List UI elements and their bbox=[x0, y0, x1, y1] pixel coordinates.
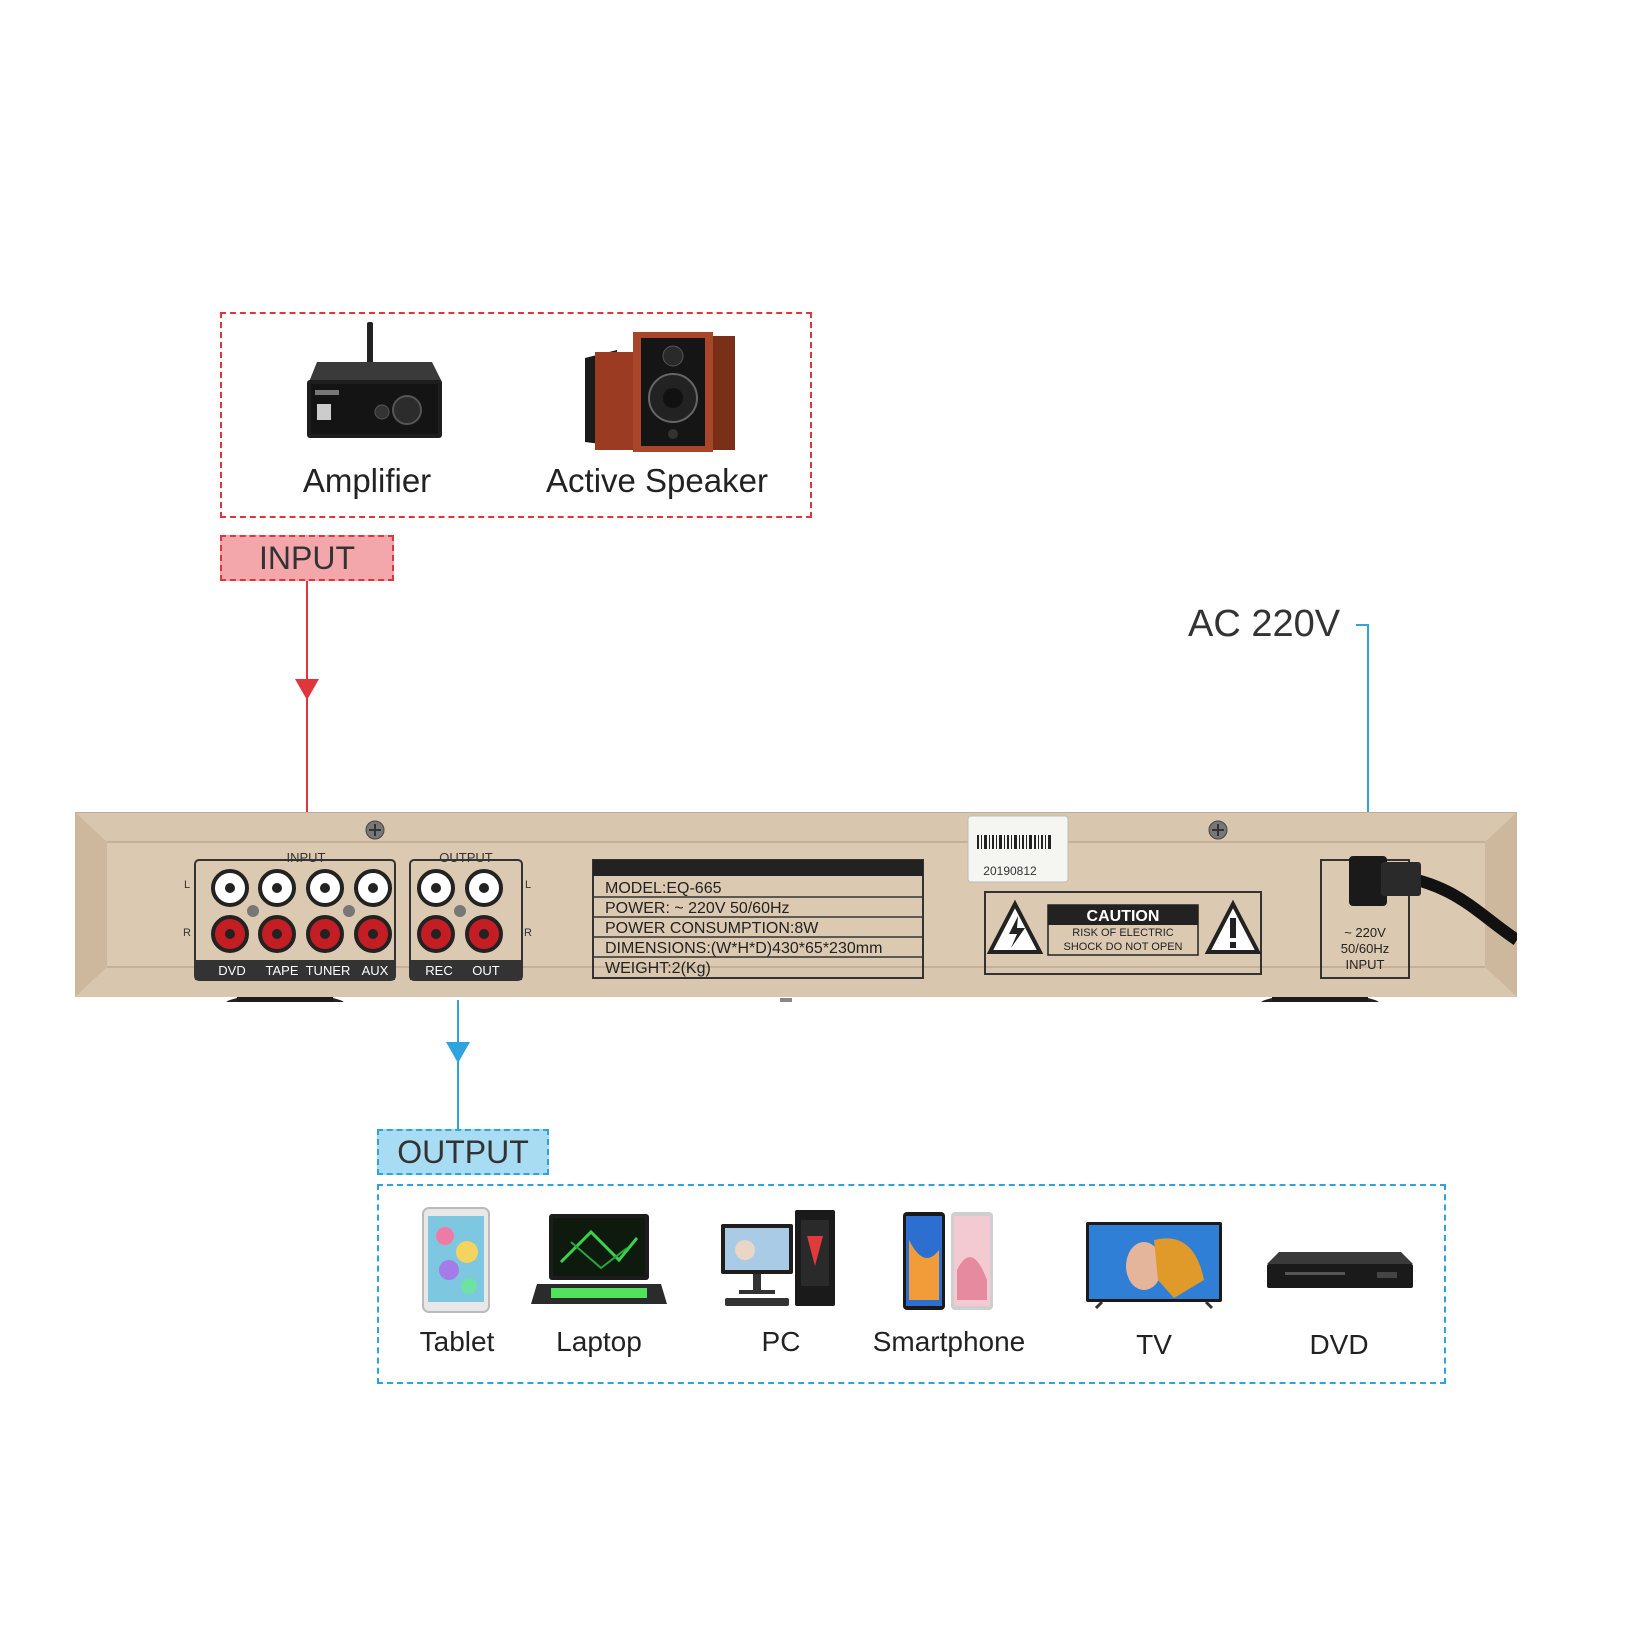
laptop-label: Laptop bbox=[556, 1326, 642, 1357]
spec-weight: WEIGHT:2(Kg) bbox=[605, 960, 711, 977]
input-devices-box: Amplifier Active Speaker bbox=[220, 312, 812, 518]
rca-jack-dvd-r bbox=[211, 915, 249, 953]
left-channel-mark: L bbox=[184, 879, 190, 891]
pc-label: PC bbox=[761, 1326, 801, 1357]
output-group-title: OUTPUT bbox=[439, 850, 493, 865]
spec-model: MODEL:EQ-665 bbox=[605, 880, 722, 897]
caution-line1: RISK OF ELECTRIC bbox=[1072, 927, 1174, 939]
spec-label: MODEL:EQ-665 POWER: ~ 220V 50/60Hz POWER… bbox=[592, 859, 924, 979]
input-channel-tape: TAPE bbox=[266, 963, 299, 978]
caution-label: CAUTION RISK OF ELECTRIC SHOCK DO NOT OP… bbox=[984, 891, 1262, 975]
caution-title: CAUTION bbox=[1087, 908, 1160, 925]
ac-power-label: AC 220V bbox=[1188, 603, 1341, 645]
input-tag: INPUT bbox=[220, 535, 394, 581]
rca-jack-out-r bbox=[465, 915, 503, 953]
power-frequency: 50/60Hz bbox=[1341, 941, 1389, 956]
power-cable bbox=[1349, 856, 1517, 945]
output-tag: OUTPUT bbox=[377, 1129, 549, 1175]
right-channel-mark-out: R bbox=[524, 927, 532, 939]
spec-consumption: POWER CONSUMPTION:8W bbox=[605, 920, 819, 937]
rca-jack-tuner-l bbox=[306, 869, 344, 907]
amplifier-label: Amplifier bbox=[302, 462, 432, 499]
pc-icon bbox=[721, 1210, 835, 1306]
caution-line2: SHOCK DO NOT OPEN bbox=[1064, 941, 1183, 953]
output-arrow-icon bbox=[446, 1042, 470, 1063]
right-channel-mark: R bbox=[183, 927, 191, 939]
power-input-label: INPUT bbox=[1346, 957, 1385, 972]
smartphone-icon bbox=[903, 1212, 993, 1310]
power-input-socket: ~ 220V 50/60Hz INPUT bbox=[1320, 859, 1410, 979]
rca-jack-rec-l bbox=[417, 869, 455, 907]
serial-sticker: 20190812 bbox=[967, 815, 1069, 883]
output-jacks bbox=[417, 869, 503, 953]
speaker-icon bbox=[585, 332, 735, 452]
rca-jack-aux-l bbox=[354, 869, 392, 907]
output-channel-rec: REC bbox=[425, 963, 452, 978]
output-devices-box: Tablet Laptop PC Smartphone bbox=[377, 1184, 1446, 1384]
smartphone-label: Smartphone bbox=[872, 1326, 1026, 1357]
amplifier-icon bbox=[307, 322, 442, 438]
spec-power: POWER: ~ 220V 50/60Hz bbox=[605, 900, 790, 917]
rca-jack-tape-l bbox=[258, 869, 296, 907]
sticker-code: 20190812 bbox=[983, 864, 1037, 878]
input-group-title: INPUT bbox=[287, 850, 326, 865]
power-voltage: ~ 220V bbox=[1344, 925, 1386, 940]
input-channel-aux: AUX bbox=[362, 963, 389, 978]
active-speaker-label: Active Speaker bbox=[546, 462, 768, 499]
tv-label: TV bbox=[1136, 1329, 1172, 1360]
rca-jack-out-l bbox=[465, 869, 503, 907]
tablet-label: Tablet bbox=[419, 1326, 495, 1357]
equalizer-rear-panel: INPUT L R DVD TAPE TUNER AUX OUTPUT L R … bbox=[75, 812, 1517, 1002]
rca-jack-tape-r bbox=[258, 915, 296, 953]
tv-icon bbox=[1086, 1222, 1222, 1310]
left-channel-mark-out: L bbox=[525, 879, 531, 891]
rca-jack-dvd-l bbox=[211, 869, 249, 907]
tablet-icon bbox=[422, 1207, 490, 1313]
output-channel-out: OUT bbox=[472, 963, 500, 978]
input-jacks bbox=[211, 869, 392, 953]
dvd-label: DVD bbox=[1309, 1329, 1369, 1360]
rca-jack-rec-r bbox=[417, 915, 455, 953]
dvd-icon bbox=[1267, 1252, 1413, 1288]
spec-dimensions: DIMENSIONS:(W*H*D)430*65*230mm bbox=[605, 940, 882, 957]
input-arrow-icon bbox=[295, 679, 319, 700]
input-channel-tuner: TUNER bbox=[306, 963, 351, 978]
laptop-icon bbox=[531, 1214, 667, 1304]
rca-jack-aux-r bbox=[354, 915, 392, 953]
input-channel-dvd: DVD bbox=[218, 963, 245, 978]
rca-jack-tuner-r bbox=[306, 915, 344, 953]
